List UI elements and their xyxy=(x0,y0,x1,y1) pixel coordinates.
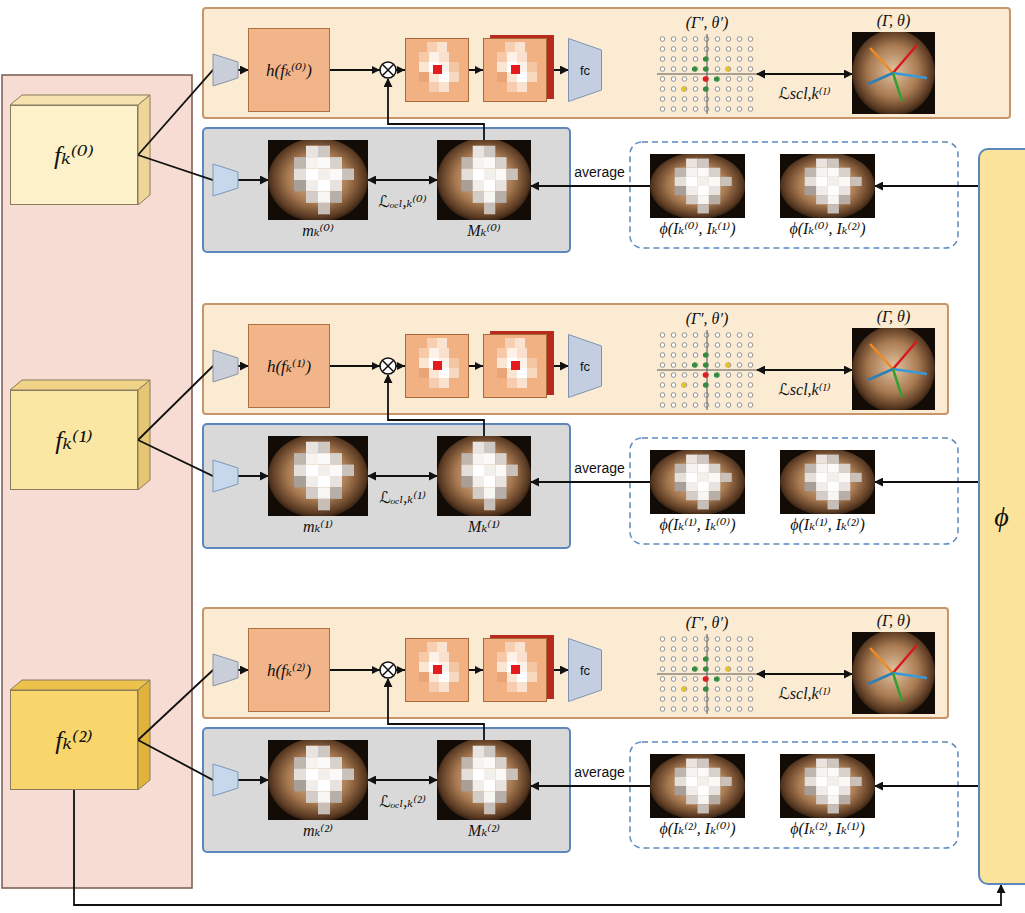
pose-image: (Γ, θ) xyxy=(852,328,935,410)
layer-label: fc xyxy=(580,663,590,678)
edge-label: average xyxy=(572,459,627,477)
loss-label: ℒscl,k⁽ᴵ⁾ xyxy=(776,381,832,399)
symbol-label: fₖ⁽⁰⁾ xyxy=(54,140,94,171)
mask-image: mₖ⁽⁰⁾ xyxy=(268,140,368,220)
image-caption: ϕ(Iₖ⁽²⁾, Iₖ⁽⁰⁾) xyxy=(659,820,735,838)
pose-grid: (Γ′, θ′) xyxy=(657,34,757,114)
flow-image: ϕ(Iₖ⁽²⁾, Iₖ⁽⁰⁾) xyxy=(650,754,745,818)
image-caption: ϕ(Iₖ⁽²⁾, Iₖ⁽¹⁾) xyxy=(790,820,865,838)
connector-arrow xyxy=(138,366,248,440)
layer-label: fc xyxy=(580,359,590,374)
mask-image: mₖ⁽¹⁾ xyxy=(268,436,368,516)
trapezoid-outline xyxy=(569,639,602,702)
loss-label: ℒₒₑₗ,ₖ⁽⁰⁾ xyxy=(376,193,428,211)
pose-image: (Γ, θ) xyxy=(852,32,935,114)
fc-layer: fc xyxy=(568,638,602,702)
connector-arrow xyxy=(138,440,268,476)
connector-arrow xyxy=(138,155,268,180)
symbol-label: h(fₖ⁽²⁾) xyxy=(267,660,311,681)
loss-label: ℒscl,k⁽ᴵ⁾ xyxy=(776,685,832,703)
connector-arrow xyxy=(531,185,650,187)
target-mask-image: Mₖ⁽²⁾ xyxy=(437,740,531,820)
connector-arrow xyxy=(531,785,650,787)
feature-map-box: h(fₖ⁽⁰⁾) xyxy=(248,28,330,112)
symbol-label: fₖ⁽¹⁾ xyxy=(55,425,92,456)
fc-layer: fc xyxy=(568,38,602,102)
edge-label: average xyxy=(572,763,627,781)
image-caption: ϕ(Iₖ⁽⁰⁾, Iₖ⁽¹⁾) xyxy=(659,220,735,238)
flow-image: ϕ(Iₖ⁽⁰⁾, Iₖ⁽²⁾) xyxy=(780,154,875,218)
connector-arrow xyxy=(531,481,650,483)
pose-image: (Γ, θ) xyxy=(852,632,935,714)
edge-label: average xyxy=(572,163,627,181)
cube-faces xyxy=(10,95,150,790)
image-caption: (Γ′, θ′) xyxy=(686,614,729,632)
image-caption: (Γ′, θ′) xyxy=(686,310,729,328)
layer-label: fc xyxy=(580,63,590,78)
symbol-label: fₖ⁽²⁾ xyxy=(55,725,92,756)
pose-grid: (Γ′, θ′) xyxy=(657,330,757,410)
pose-grid: (Γ′, θ′) xyxy=(657,634,757,714)
feature-box: fₖ⁽⁰⁾ xyxy=(10,105,138,205)
feature-map-box: h(fₖ⁽²⁾) xyxy=(248,628,330,712)
connector-arrow xyxy=(757,73,852,75)
image-caption: Mₖ⁽²⁾ xyxy=(468,822,500,840)
image-caption: Mₖ⁽¹⁾ xyxy=(468,518,500,536)
loss-label: ℒₒₑₗ,ₖ⁽¹⁾ xyxy=(377,489,428,507)
loss-label: ℒscl,k⁽ᴵ⁾ xyxy=(776,85,832,103)
target-mask-image: Mₖ⁽⁰⁾ xyxy=(437,140,531,220)
connector-arrow xyxy=(368,779,437,781)
feature-map-box: h(fₖ⁽¹⁾) xyxy=(248,324,330,408)
image-caption: ϕ(Iₖ⁽¹⁾, Iₖ⁽²⁾) xyxy=(790,516,865,534)
symbol-label: h(fₖ⁽¹⁾) xyxy=(267,356,311,377)
symbol-label: ϕ xyxy=(994,501,1009,533)
flow-image: ϕ(Iₖ⁽²⁾, Iₖ⁽¹⁾) xyxy=(780,754,875,818)
feature-box: fₖ⁽²⁾ xyxy=(10,690,138,790)
connector-arrow xyxy=(875,481,978,483)
connector-arrow xyxy=(757,369,852,371)
row-panels xyxy=(203,8,1010,852)
image-caption: (Γ, θ) xyxy=(877,12,911,30)
flow-network-box: ϕ xyxy=(978,148,1025,885)
flow-image: ϕ(Iₖ⁽⁰⁾, Iₖ⁽¹⁾) xyxy=(650,154,745,218)
feature-box: fₖ⁽¹⁾ xyxy=(10,390,138,490)
symbol-label: h(fₖ⁽⁰⁾) xyxy=(266,60,312,81)
target-mask-image: Mₖ⁽¹⁾ xyxy=(437,436,531,516)
image-caption: (Γ, θ) xyxy=(877,308,911,326)
connector-arrow xyxy=(757,673,852,675)
trapezoid-outline xyxy=(569,335,602,398)
image-caption: mₖ⁽²⁾ xyxy=(303,822,333,840)
flow-image: ϕ(Iₖ⁽¹⁾, Iₖ⁽²⁾) xyxy=(780,450,875,514)
connector-arrow xyxy=(875,185,978,187)
fc-layer: fc xyxy=(568,334,602,398)
connector-arrow xyxy=(368,179,437,181)
image-caption: ϕ(Iₖ⁽¹⁾, Iₖ⁽⁰⁾) xyxy=(659,516,735,534)
image-caption: (Γ′, θ′) xyxy=(686,14,729,32)
image-caption: mₖ⁽¹⁾ xyxy=(303,518,333,536)
flow-image: ϕ(Iₖ⁽¹⁾, Iₖ⁽⁰⁾) xyxy=(650,450,745,514)
image-caption: mₖ⁽⁰⁾ xyxy=(302,222,334,240)
image-caption: ϕ(Iₖ⁽⁰⁾, Iₖ⁽²⁾) xyxy=(789,220,865,238)
image-caption: (Γ, θ) xyxy=(877,612,911,630)
loss-label: ℒₒₑₗ,ₖ⁽²⁾ xyxy=(377,793,428,811)
connector-arrow xyxy=(138,740,268,780)
feature-panel xyxy=(2,75,192,888)
connector-arrow xyxy=(138,70,248,155)
trapezoid-outline xyxy=(569,39,602,102)
connector-arrow xyxy=(875,785,978,787)
mask-image: mₖ⁽²⁾ xyxy=(268,740,368,820)
image-caption: Mₖ⁽⁰⁾ xyxy=(467,222,500,240)
connector-arrow xyxy=(368,475,437,477)
